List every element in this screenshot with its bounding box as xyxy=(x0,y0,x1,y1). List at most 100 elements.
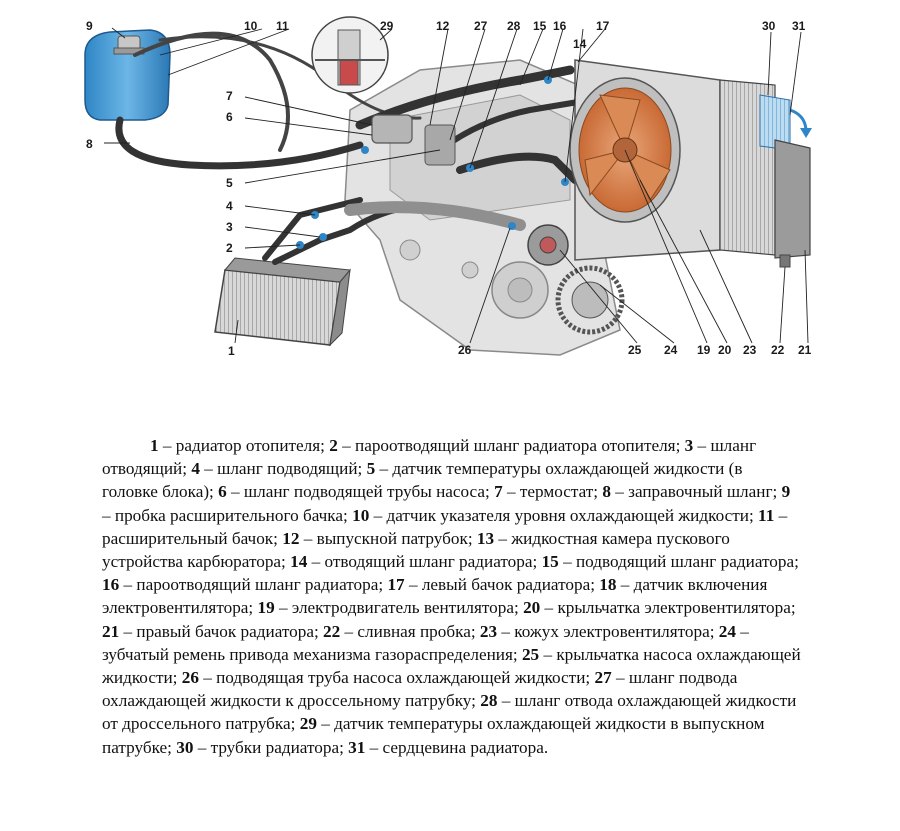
legend-number: 19 xyxy=(257,598,275,618)
legend-description: – правый бачок радиатора; xyxy=(119,621,324,641)
label-6: 6 xyxy=(226,110,233,124)
legend-description: – датчик температуры охлаждающей жидкост… xyxy=(102,459,743,502)
label-1: 1 xyxy=(228,344,235,358)
legend-description: – подводящий шланг радиатора; xyxy=(558,552,799,572)
legend-description: – шланг подводящий; xyxy=(199,459,367,479)
legend-text: 1 – радиатор отопителя; 2 – пароотводящи… xyxy=(102,434,802,759)
legend-number: 29 xyxy=(299,714,317,734)
legend-description: – зубчатый ремень привода механизма газо… xyxy=(102,621,749,664)
legend-description: – выпускной патрубок; xyxy=(299,528,477,548)
legend-description: – сердцевина радиатора. xyxy=(365,737,549,757)
legend-number: 9 xyxy=(781,482,791,502)
legend-description: – шланг отвода охлаждающей жидкости от д… xyxy=(102,691,797,734)
label-24: 24 xyxy=(664,343,678,357)
label-21: 21 xyxy=(798,343,812,357)
legend-description: – датчик температуры охлаждающей жидкост… xyxy=(102,714,765,757)
label-20: 20 xyxy=(718,343,732,357)
legend-number: 10 xyxy=(352,505,370,525)
water-pump xyxy=(527,224,625,335)
label-29: 29 xyxy=(380,19,394,33)
legend-number: 8 xyxy=(602,482,611,502)
label-16: 16 xyxy=(553,19,567,33)
label-23: 23 xyxy=(743,343,757,357)
label-7: 7 xyxy=(226,89,233,103)
legend-number: 2 xyxy=(329,436,338,455)
legend-description: – кожух электровентилятора; xyxy=(497,621,719,641)
legend-number: 18 xyxy=(599,575,617,595)
label-19: 19 xyxy=(697,343,711,357)
legend-number: 5 xyxy=(366,459,376,479)
legend-description: – крыльчатка электровентилятора; xyxy=(540,598,796,618)
legend-number: 14 xyxy=(290,552,308,572)
legend-number: 21 xyxy=(102,621,120,641)
legend-description: – левый бачок радиатора; xyxy=(404,575,600,595)
legend-description: – термостат; xyxy=(502,482,603,502)
fan-shroud xyxy=(569,59,721,261)
label-12: 12 xyxy=(436,19,450,33)
leader-lines xyxy=(104,27,809,344)
legend-description: – крыльчатка насоса охлаждающей жидкости… xyxy=(102,644,801,688)
radiator xyxy=(719,79,812,268)
legend-number: 20 xyxy=(523,598,541,618)
legend-number: 25 xyxy=(521,644,540,664)
part-number-labels: 9 10 11 8 7 6 5 4 3 2 1 29 12 27 28 15 1… xyxy=(86,19,812,358)
thermostat-housing xyxy=(371,114,456,166)
legend-number: 23 xyxy=(479,621,498,641)
legend-number: 6 xyxy=(218,482,227,502)
legend-caption: 1 – радиатор отопителя; 2 – пароотводящи… xyxy=(102,434,802,759)
label-17: 17 xyxy=(596,19,610,33)
sensor-inset xyxy=(311,16,389,94)
legend-number: 4 xyxy=(191,459,200,479)
legend-number: 15 xyxy=(541,552,559,572)
legend-number: 28 xyxy=(480,691,498,711)
legend-description: – сливная пробка; xyxy=(340,621,480,641)
legend-description: – радиатор отопителя; xyxy=(158,436,330,455)
legend-description: – пароотводящий шланг радиатора; xyxy=(119,575,388,595)
legend-description: – шланг отводящий; xyxy=(102,436,757,479)
legend-number: 31 xyxy=(348,737,366,757)
label-30: 30 xyxy=(762,19,776,33)
legend-number: 24 xyxy=(718,621,736,641)
label-14: 14 xyxy=(573,37,587,51)
legend-description: – пароотводящий шланг радиатора отопител… xyxy=(337,436,685,455)
label-22: 22 xyxy=(771,343,785,357)
label-11: 11 xyxy=(276,19,289,33)
legend-number: 11 xyxy=(758,505,775,525)
legend-number: 16 xyxy=(102,575,120,595)
legend-number: 12 xyxy=(282,528,300,548)
label-5: 5 xyxy=(226,176,233,190)
legend-description: – шланг подвода охлаждающей жидкости к д… xyxy=(102,668,738,711)
legend-description: – датчик включения электровентилятора; xyxy=(102,575,768,618)
legend-description: – электродвигатель вентилятора; xyxy=(274,598,524,618)
label-28: 28 xyxy=(507,19,521,33)
legend-number: 1 xyxy=(150,436,159,455)
legend-description: – пробка расширительного бачка; xyxy=(102,505,353,525)
legend-description: – шланг подводящей трубы насоса; xyxy=(226,482,495,502)
label-10: 10 xyxy=(244,19,258,33)
legend-number: 13 xyxy=(476,528,495,548)
legend-description: – отводящий шланг радиатора; xyxy=(307,552,542,572)
label-3: 3 xyxy=(226,220,233,234)
label-2: 2 xyxy=(226,241,233,255)
label-25: 25 xyxy=(628,343,642,357)
legend-description: – заправочный шланг; xyxy=(610,482,782,502)
legend-description: – расширительный бачок; xyxy=(102,505,788,548)
legend-number: 26 xyxy=(181,668,199,688)
label-27: 27 xyxy=(474,19,488,33)
cooling-system-diagram: 9 10 11 8 7 6 5 4 3 2 1 29 12 27 28 15 1… xyxy=(84,16,812,358)
label-9: 9 xyxy=(86,19,93,33)
label-31: 31 xyxy=(792,19,806,33)
expansion-tank xyxy=(84,29,171,121)
legend-number: 17 xyxy=(387,575,405,595)
legend-number: 7 xyxy=(494,482,503,502)
legend-number: 30 xyxy=(176,737,194,757)
legend-description: – жидкостная камера пускового устройства… xyxy=(102,528,730,572)
legend-description: – датчик указателя уровня охлаждающей жи… xyxy=(369,505,759,525)
legend-number: 27 xyxy=(594,668,612,688)
legend-number: 3 xyxy=(684,436,694,455)
label-26: 26 xyxy=(458,343,472,357)
coolant-hoses xyxy=(115,31,593,265)
legend-description: – подводящая труба насоса охлаждающей жи… xyxy=(198,668,595,688)
label-4: 4 xyxy=(226,199,233,213)
legend-number: 22 xyxy=(323,621,341,641)
